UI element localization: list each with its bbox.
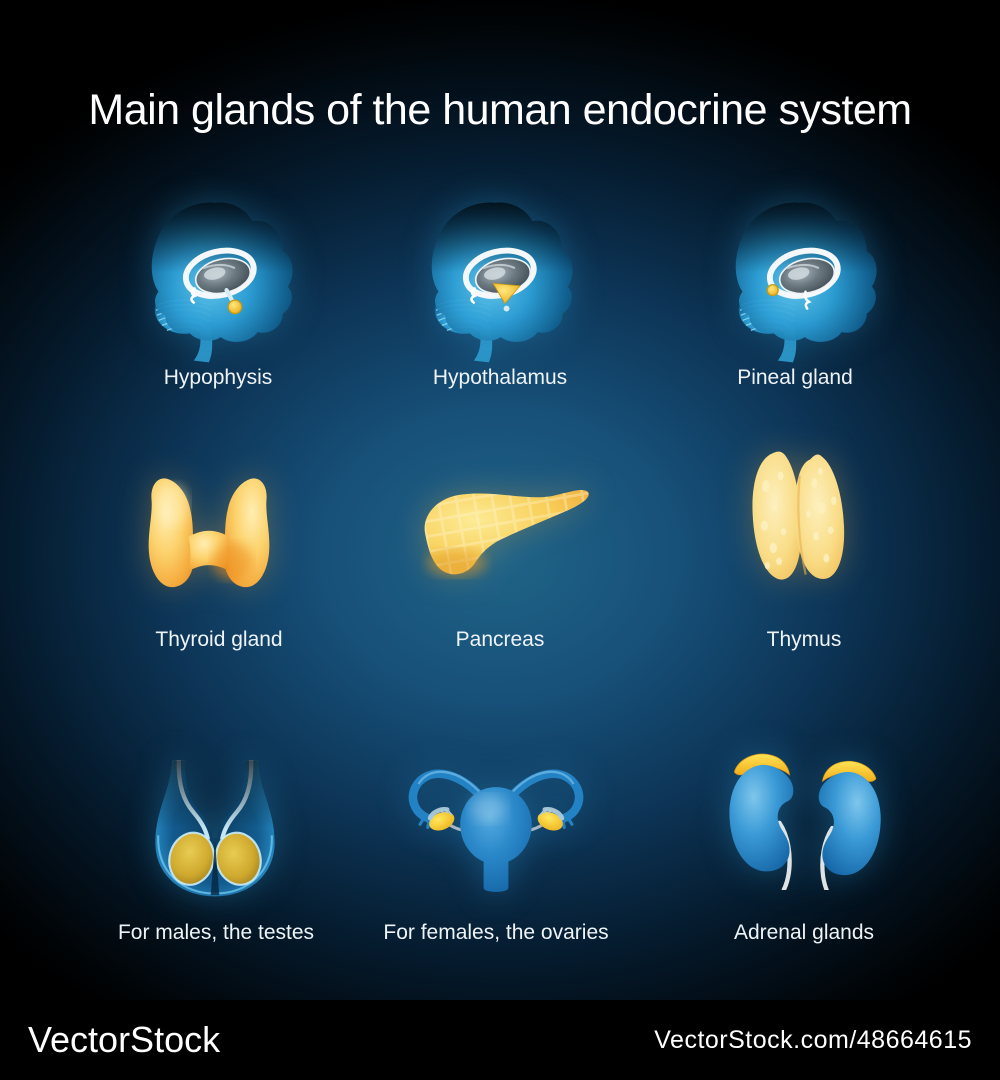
label-hypophysis: Hypophysis (163, 366, 273, 389)
ureter-right (820, 825, 835, 890)
adrenal-glands-icon (729, 753, 881, 890)
pineal-illustration (735, 202, 877, 363)
label-ovaries: For females, the ovaries (383, 921, 609, 944)
hypothalamus-icon (492, 282, 521, 305)
ureter-left (777, 820, 792, 890)
vectorstock-logo: VectorStock (28, 1019, 221, 1060)
page-title: Main glands of the human endocrine syste… (88, 86, 912, 134)
ovary-right (537, 811, 563, 831)
ovaries-illustration (408, 769, 584, 892)
uterus-icon (408, 769, 584, 892)
kidney-left (729, 753, 794, 890)
label-testes: For males, the testes (117, 921, 315, 944)
pineal-gland-icon (766, 283, 779, 297)
testes-icon (155, 760, 275, 897)
hypophysis-illustration (151, 202, 293, 363)
pancreas-illustration (424, 489, 589, 577)
ovary-left (429, 811, 455, 831)
thalamus-structure (182, 247, 257, 315)
label-thyroid-gland: Thyroid gland (155, 628, 283, 651)
fallopian-tube-right (504, 769, 584, 823)
thyroid-illustration (148, 478, 270, 588)
vectorstock-credit: VectorStock.com/48664615 (654, 1025, 972, 1054)
label-pancreas: Pancreas (455, 628, 545, 651)
testes-illustration (155, 760, 275, 897)
thymus-lobule-spots (760, 467, 837, 570)
hypothalamus-illustration (431, 202, 573, 363)
thymus-icon (752, 451, 845, 580)
thymus-illustration (752, 451, 845, 580)
watermark-bar: VectorStock VectorStock.com/48664615 (0, 1000, 1000, 1080)
thyroid-gland-icon (148, 478, 270, 588)
pancreas-icon (424, 489, 589, 577)
thalamus-structure (766, 247, 841, 310)
label-pineal-gland: Pineal gland (737, 366, 853, 389)
pituitary-gland-icon (227, 299, 243, 315)
fallopian-tube-left (408, 769, 488, 823)
label-thymus: Thymus (766, 628, 842, 651)
label-hypothalamus: Hypothalamus (432, 366, 568, 389)
thalamus-structure (462, 247, 537, 312)
label-adrenal-glands: Adrenal glands (733, 921, 875, 944)
adrenal-illustration (729, 753, 881, 890)
kidney-right (818, 760, 881, 890)
